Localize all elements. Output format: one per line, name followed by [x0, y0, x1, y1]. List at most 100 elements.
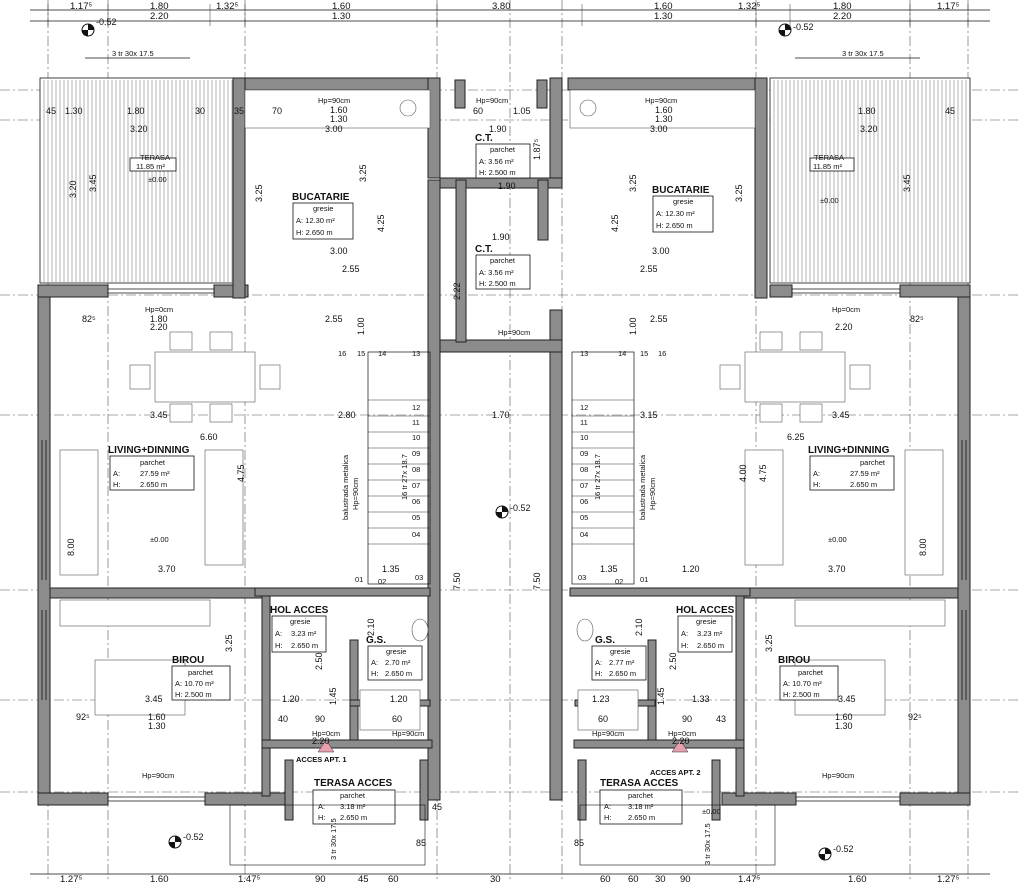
dim-top-9: 1.17⁵	[937, 1, 959, 12]
living-right-floor: parchet	[860, 458, 886, 467]
dim-60-a: 60	[473, 106, 483, 116]
dim-70-a: 70	[272, 106, 282, 116]
dim-300-d: 3.00	[652, 246, 670, 256]
kitchen-left-height: H: 2.650 m	[296, 228, 333, 237]
kitchen-left-name: BUCATARIE	[292, 192, 350, 203]
dim-bottom-4: 90	[315, 874, 326, 882]
porch-right-stairs: 3 tr 30x 17.5	[703, 823, 712, 865]
hall-right-a: A:	[681, 629, 688, 638]
dim-660-a: 6.60	[200, 432, 218, 442]
level-marker-icon	[81, 23, 95, 37]
dim-v-250-b: 2.50	[668, 652, 678, 670]
dim-35-a: 35	[234, 106, 244, 116]
windows	[41, 288, 967, 802]
dim-370-a: 3.70	[158, 564, 176, 574]
dim-v-345-a: 3.45	[88, 174, 98, 192]
dim-v-750-b: 7.50	[532, 572, 542, 590]
hall-left-floor: gresie	[290, 617, 310, 626]
room-ct-bottom: C.T. parchet A: 3.56 m² H: 2.500 m	[475, 244, 531, 290]
dim-bottom-10: 30	[655, 874, 666, 882]
dim-255-a: 2.55	[342, 264, 360, 274]
room-hall-right: HOL ACCES gresie A: 3.23 m² H: 2.650 m	[676, 605, 735, 653]
dim-v-800-b: 8.00	[918, 538, 928, 556]
step-01-l: 01	[355, 575, 363, 584]
level-bottom-left: -0.52	[183, 832, 204, 842]
dim-top-2: 1.80	[150, 1, 169, 12]
dim-825-a: 82⁵	[82, 314, 96, 324]
dim-top-1: 1.17⁵	[70, 1, 92, 12]
dim-120-b: 1.20	[390, 694, 408, 704]
dim-v-320-a: 3.20	[68, 180, 78, 198]
wc-right-floor: gresie	[610, 647, 630, 656]
dim-v-475-b: 4.75	[758, 464, 768, 482]
hp-entry-right: Hp=0cm	[668, 729, 696, 738]
room-living-left: LIVING+DINNING parchet A: 27.59 m² H: 2.…	[108, 445, 195, 544]
dim-top-5: 3.80	[492, 1, 511, 12]
porch-left-stairs: 3 tr 30x 17.5	[329, 818, 338, 860]
dim-85-a: 85	[416, 838, 426, 848]
ct-bottom-height: H: 2.500 m	[479, 279, 516, 288]
dim-320-b: 3.20	[860, 124, 878, 134]
dim-bottom-7: 30	[490, 874, 501, 882]
dim-60-b: 60	[392, 714, 402, 724]
hall-right-name: HOL ACCES	[676, 605, 735, 616]
kitchen-right-height: H: 2.650 m	[656, 221, 693, 230]
level-marker-icon	[778, 23, 792, 37]
dim-top-row2-3: 1.30	[654, 11, 673, 22]
stairs-right-railing-h: Hp=90cm	[648, 478, 657, 510]
dim-160-b: 1.60	[655, 105, 673, 115]
dim-130-e: 1.30	[835, 721, 853, 731]
step-05-r: 05	[580, 513, 588, 522]
dim-top-row2-4: 2.20	[833, 11, 852, 22]
level-marker-icon	[495, 505, 509, 519]
step-08-r: 08	[580, 465, 588, 474]
hall-left-height: 2.650 m	[291, 641, 318, 650]
stairs-left-railing-h: Hp=90cm	[351, 478, 360, 510]
kitchen-right-floor: gresie	[673, 197, 693, 206]
dim-370-b: 3.70	[828, 564, 846, 574]
ct-bottom-floor: parchet	[490, 256, 516, 265]
dim-220-d: 2.20	[672, 736, 690, 746]
dim-v-210-a: 2.10	[366, 618, 376, 636]
hp-ct: Hp=90cm	[476, 96, 508, 105]
kitchen-right-area: A: 12.30 m²	[656, 209, 695, 218]
living-left-a: A:	[113, 469, 120, 478]
dim-bottom-9: 60	[628, 874, 639, 882]
wc-left-name: G.S.	[366, 635, 386, 646]
dim-bottom-13: 1.60	[848, 874, 867, 882]
dim-255-c: 2.55	[325, 314, 343, 324]
room-living-right: LIVING+DINNING parchet A: 27.59 m² H: 2.…	[808, 445, 895, 544]
entrance-right-label: ACCES APT. 2	[650, 768, 701, 777]
wc-right-a: A:	[595, 658, 602, 667]
dim-190-a: 1.90	[489, 124, 507, 134]
dim-300-b: 3.00	[650, 124, 668, 134]
dim-bottom-12: 1.47⁵	[738, 874, 760, 882]
dim-345-c: 3.45	[145, 694, 163, 704]
furniture	[59, 89, 946, 731]
step-05-l: 05	[412, 513, 420, 522]
entrance-left: ACCES APT. 1 TERASA ACCES parchet A: 3.1…	[229, 739, 426, 866]
terrace-left: TERASA 11.85 m² ±0.00 3 tr 30x 17.5	[39, 49, 246, 284]
terrace-left-stairs: 3 tr 30x 17.5	[112, 49, 154, 58]
dim-v-425-b: 4.25	[610, 214, 620, 232]
dim-625-a: 6.25	[787, 432, 805, 442]
dim-v-100-a: 1.00	[356, 317, 366, 335]
dim-220-a: 2.20	[150, 322, 168, 332]
dim-bottom-11: 90	[680, 874, 691, 882]
level-markers: -0.52 -0.52 -0.52 -0.52 -0.52	[81, 17, 854, 861]
walls	[37, 77, 971, 821]
porch-right-height: 2.650 m	[628, 813, 655, 822]
entrance-right: ACCES APT. 2 TERASA ACCES parchet A: 3.1…	[579, 739, 776, 866]
living-left-h: H:	[113, 480, 121, 489]
dim-top-row2-1: 2.20	[150, 11, 169, 22]
dim-v-87-a: 1.87⁵	[532, 138, 542, 160]
terrace-right-stairs: 3 tr 30x 17.5	[842, 49, 884, 58]
dim-v-145-b: 1.45	[656, 687, 666, 705]
level-top-left: -0.52	[96, 17, 117, 27]
dim-130-d: 1.30	[148, 721, 166, 731]
room-ct-top: C.T. parchet A: 3.56 m² H: 2.500 m	[475, 133, 531, 179]
step-02-r: 02	[615, 577, 623, 586]
entrance-left-arrow-icon	[317, 739, 335, 753]
dim-315-a: 3.15	[640, 410, 658, 420]
hall-left-area: 3.23 m²	[291, 629, 317, 638]
